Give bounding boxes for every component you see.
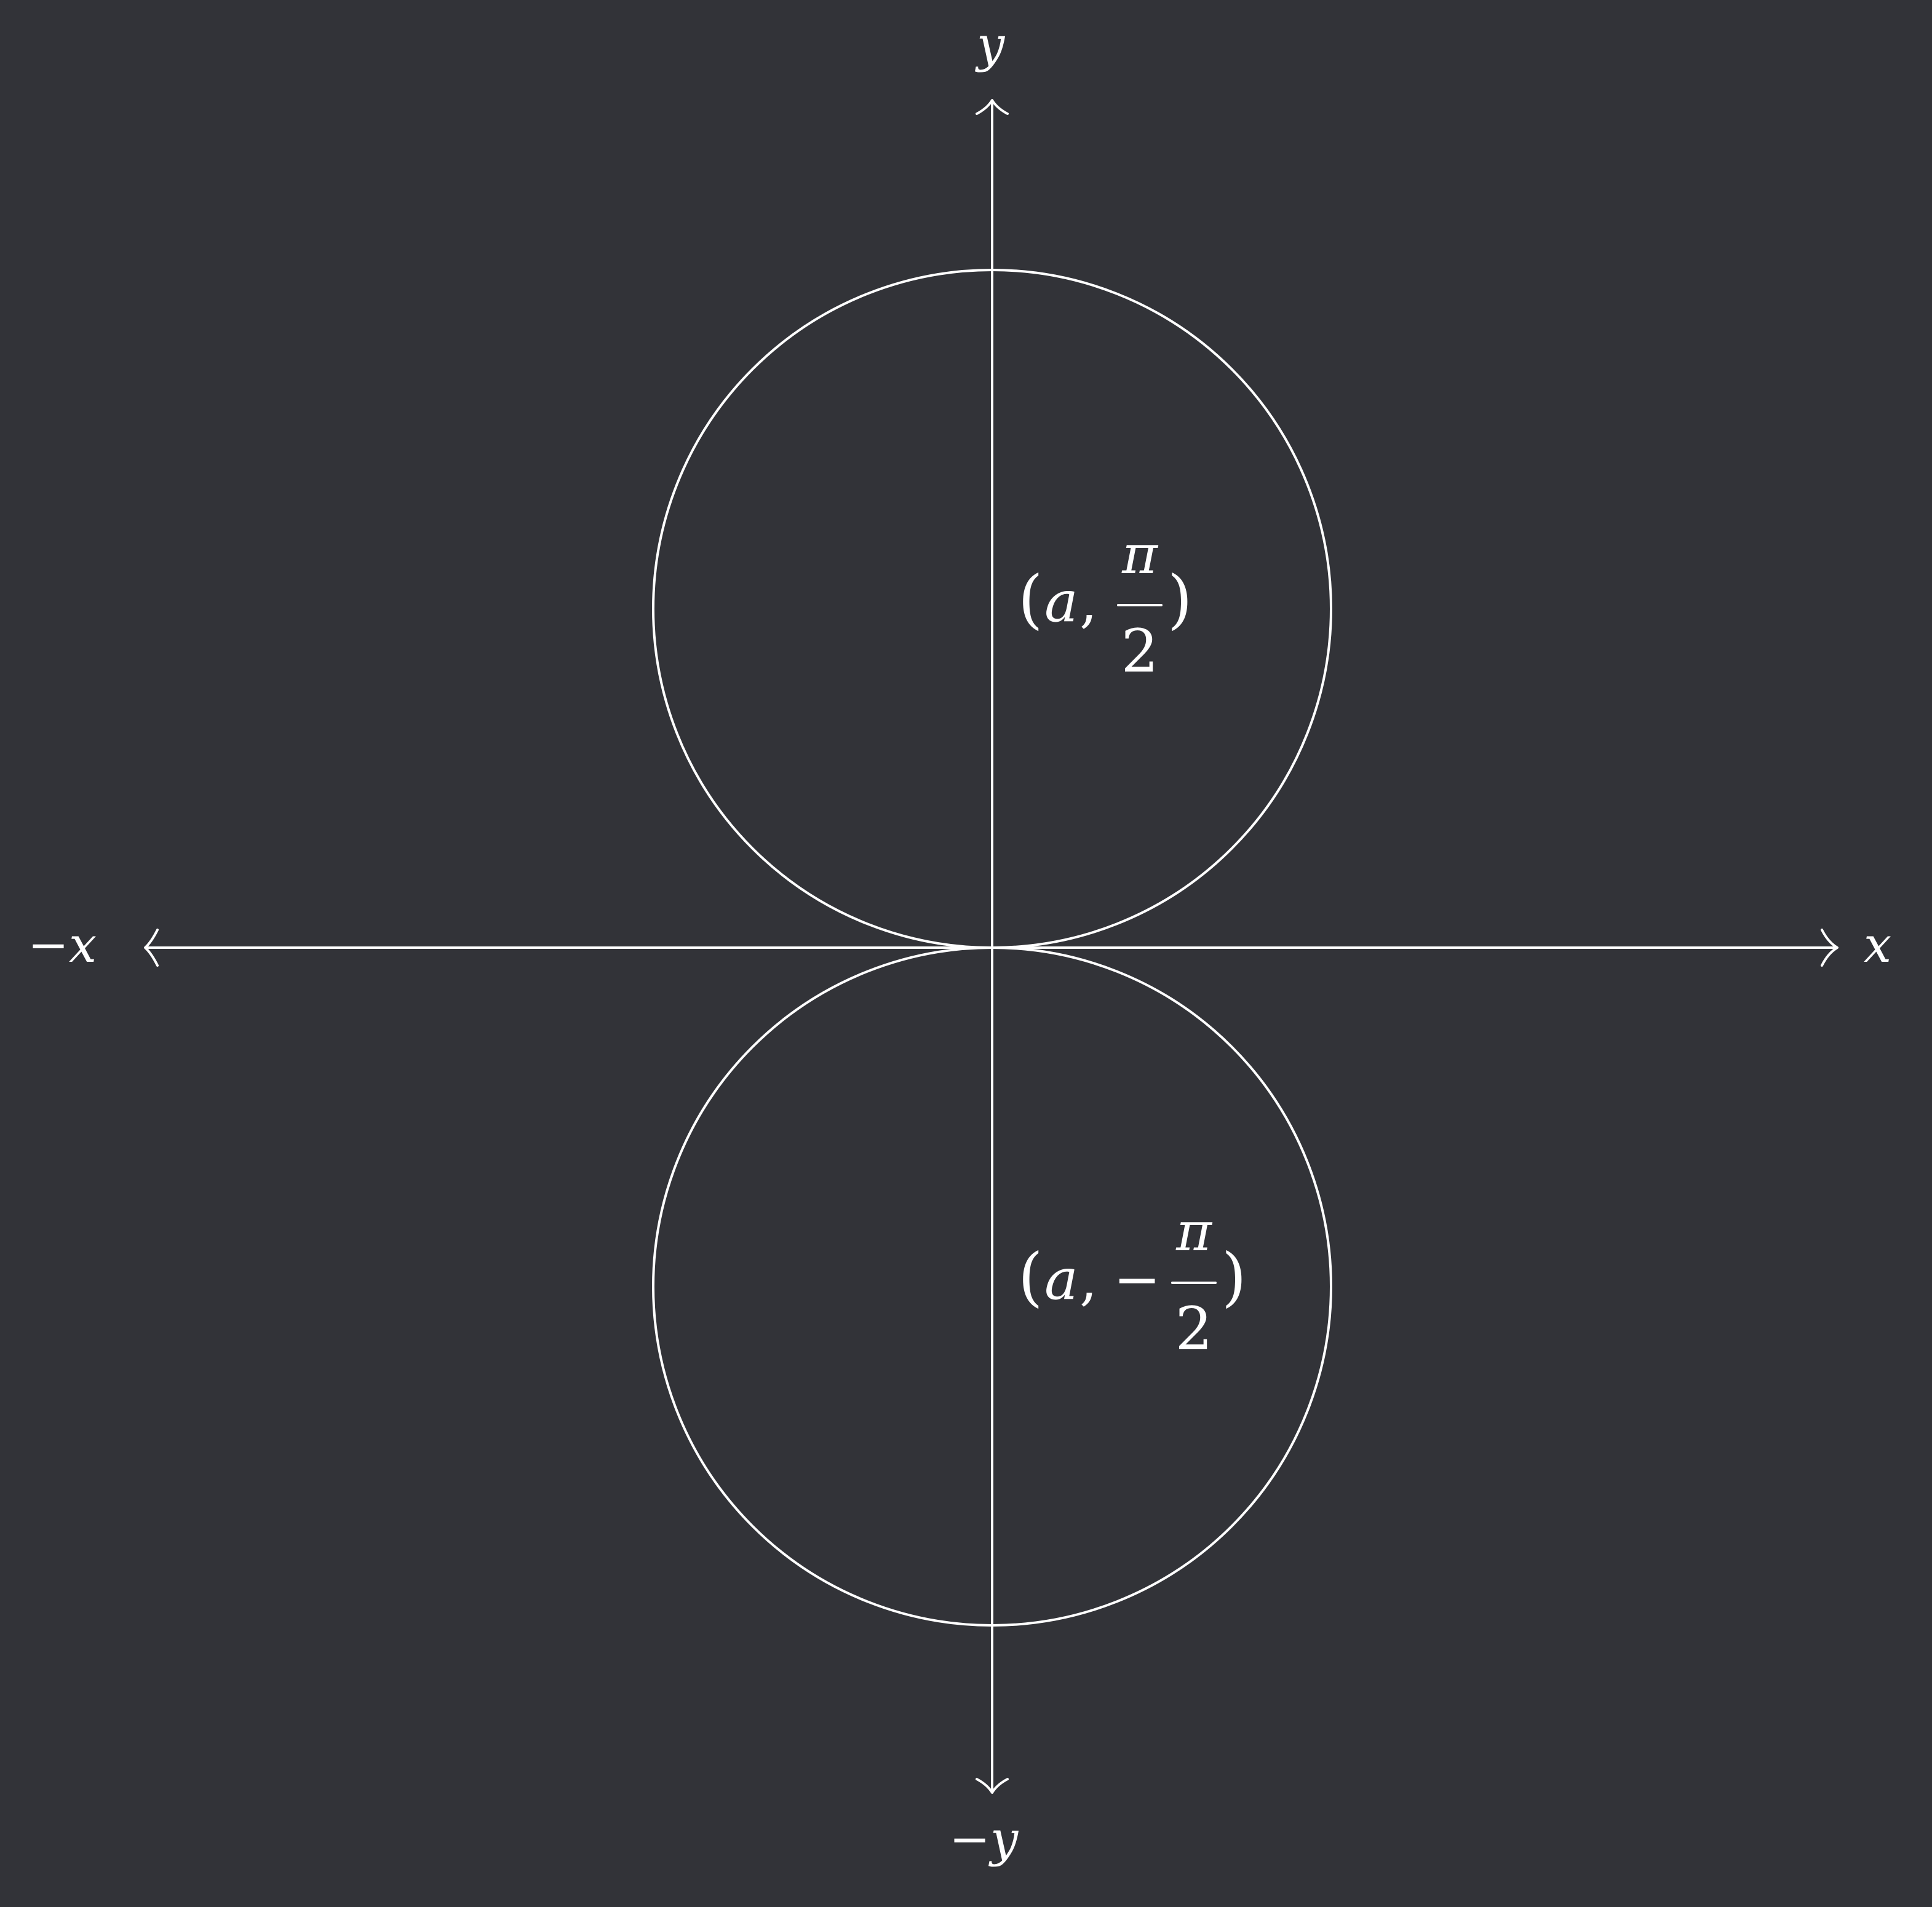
x-axis-positive-arrowhead: [1821, 929, 1839, 967]
y-axis-negative-label: −y: [949, 1810, 1019, 1868]
upper-label-var: a: [1044, 569, 1078, 635]
lower-label-close-paren: ): [1222, 1239, 1247, 1314]
lower-label-denominator: 2: [1175, 1294, 1212, 1363]
upper-label-open-paren: (: [1018, 561, 1043, 636]
upper-label-denominator: 2: [1121, 617, 1158, 686]
y-axis-positive-label: y: [975, 16, 1006, 73]
upper-label-comma: ,: [1079, 569, 1097, 635]
y-axis-negative-arrowhead: [976, 1778, 1009, 1794]
lower-point-label: ( a , − π 2 ): [1018, 1200, 1247, 1363]
upper-point-label: ( a , π 2 ): [1018, 523, 1193, 686]
x-axis-positive-label: x: [1864, 916, 1891, 973]
lower-label-var: a: [1044, 1247, 1078, 1312]
lower-label-sign: −: [1113, 1247, 1161, 1312]
upper-label-numerator: π: [1121, 523, 1159, 586]
x-axis-negative-arrowhead: [144, 929, 159, 967]
lower-label-numerator: π: [1175, 1200, 1213, 1263]
lower-label-open-paren: (: [1018, 1239, 1043, 1314]
lower-label-comma: ,: [1079, 1247, 1097, 1312]
y-axis-positive-arrowhead: [976, 99, 1009, 115]
lower-circle: [652, 946, 1332, 1627]
x-axis-negative-label: −x: [28, 916, 97, 973]
upper-label-close-paren: ): [1167, 561, 1193, 636]
